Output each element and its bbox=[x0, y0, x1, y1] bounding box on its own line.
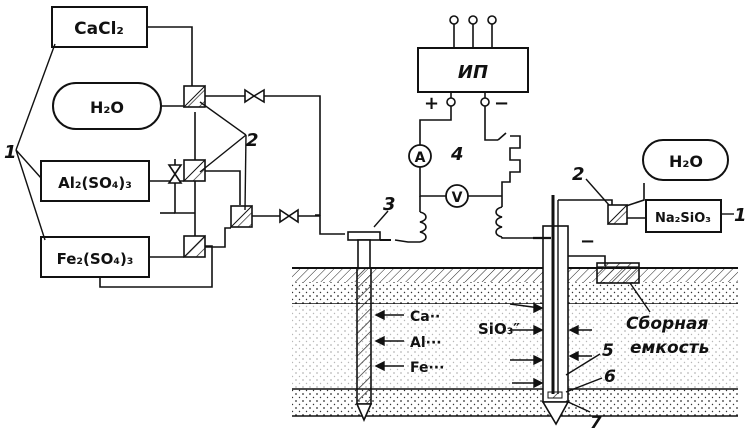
ion-fe-label: Fe··· bbox=[410, 360, 444, 376]
ion-arrows bbox=[374, 302, 592, 389]
ion-sio3-label: SiO₃″ bbox=[478, 320, 520, 338]
fe2so43-label: Fe₂(SO₄)₃ bbox=[57, 250, 134, 268]
right-piping bbox=[558, 183, 646, 266]
left-piping bbox=[99, 26, 345, 288]
al2so43-tank: Al₂(SO₄)₃ bbox=[40, 160, 150, 202]
label-2-right: 2 bbox=[572, 164, 585, 185]
ammeter-label: A bbox=[415, 150, 426, 166]
ion-ca-label: Ca·· bbox=[410, 309, 440, 325]
collector-text-line2: емкость bbox=[630, 338, 709, 358]
collector-text-line1: Сборная bbox=[626, 314, 708, 334]
ammeter: A bbox=[408, 144, 432, 168]
electrode-minus-sign: − bbox=[580, 231, 595, 252]
voltmeter-label: V bbox=[452, 190, 463, 206]
h2o-right-label: H₂O bbox=[669, 152, 703, 171]
voltmeter: V bbox=[445, 184, 469, 208]
na2sio3-tank: Na₂SiO₃ bbox=[645, 199, 722, 233]
al2so43-label: Al₂(SO₄)₃ bbox=[58, 174, 132, 192]
label-5: 5 bbox=[602, 341, 614, 361]
label-2-left: 2 bbox=[246, 130, 259, 151]
power-supply: ИП bbox=[417, 15, 529, 93]
electrical-wiring bbox=[394, 106, 538, 243]
terminals bbox=[446, 92, 490, 107]
label-1-right: 1 bbox=[734, 205, 746, 226]
na2sio3-label: Na₂SiO₃ bbox=[655, 211, 711, 226]
valves bbox=[167, 88, 299, 224]
h2o-tank-left: H₂O bbox=[52, 82, 162, 130]
upper-sand-layer bbox=[292, 282, 738, 304]
label-3: 3 bbox=[383, 194, 396, 215]
label-4: 4 bbox=[450, 144, 464, 165]
power-supply-label: ИП bbox=[458, 62, 488, 83]
injector-pipe bbox=[347, 231, 391, 422]
right-mixer bbox=[606, 203, 628, 225]
collection-tank bbox=[596, 262, 640, 284]
label-6: 6 bbox=[604, 367, 616, 387]
minus-terminal-sign: − bbox=[494, 93, 509, 114]
label-2-left-leaders bbox=[199, 101, 247, 211]
h2o-tank-right: H₂O bbox=[642, 139, 729, 181]
label-1-left: 1 bbox=[4, 142, 17, 163]
h2o-left-label: H₂O bbox=[90, 98, 124, 117]
cacl2-label: CaCl₂ bbox=[74, 19, 124, 39]
label-7: 7 bbox=[590, 413, 602, 433]
label-1-left-leaders bbox=[15, 43, 56, 241]
plus-terminal-sign: + bbox=[424, 93, 439, 114]
ion-al-label: Al··· bbox=[410, 335, 442, 351]
fe2so43-tank: Fe₂(SO₄)₃ bbox=[40, 236, 150, 278]
mixer-cells bbox=[182, 84, 253, 258]
cathode-well bbox=[533, 195, 570, 426]
cacl2-tank: CaCl₂ bbox=[51, 6, 148, 48]
